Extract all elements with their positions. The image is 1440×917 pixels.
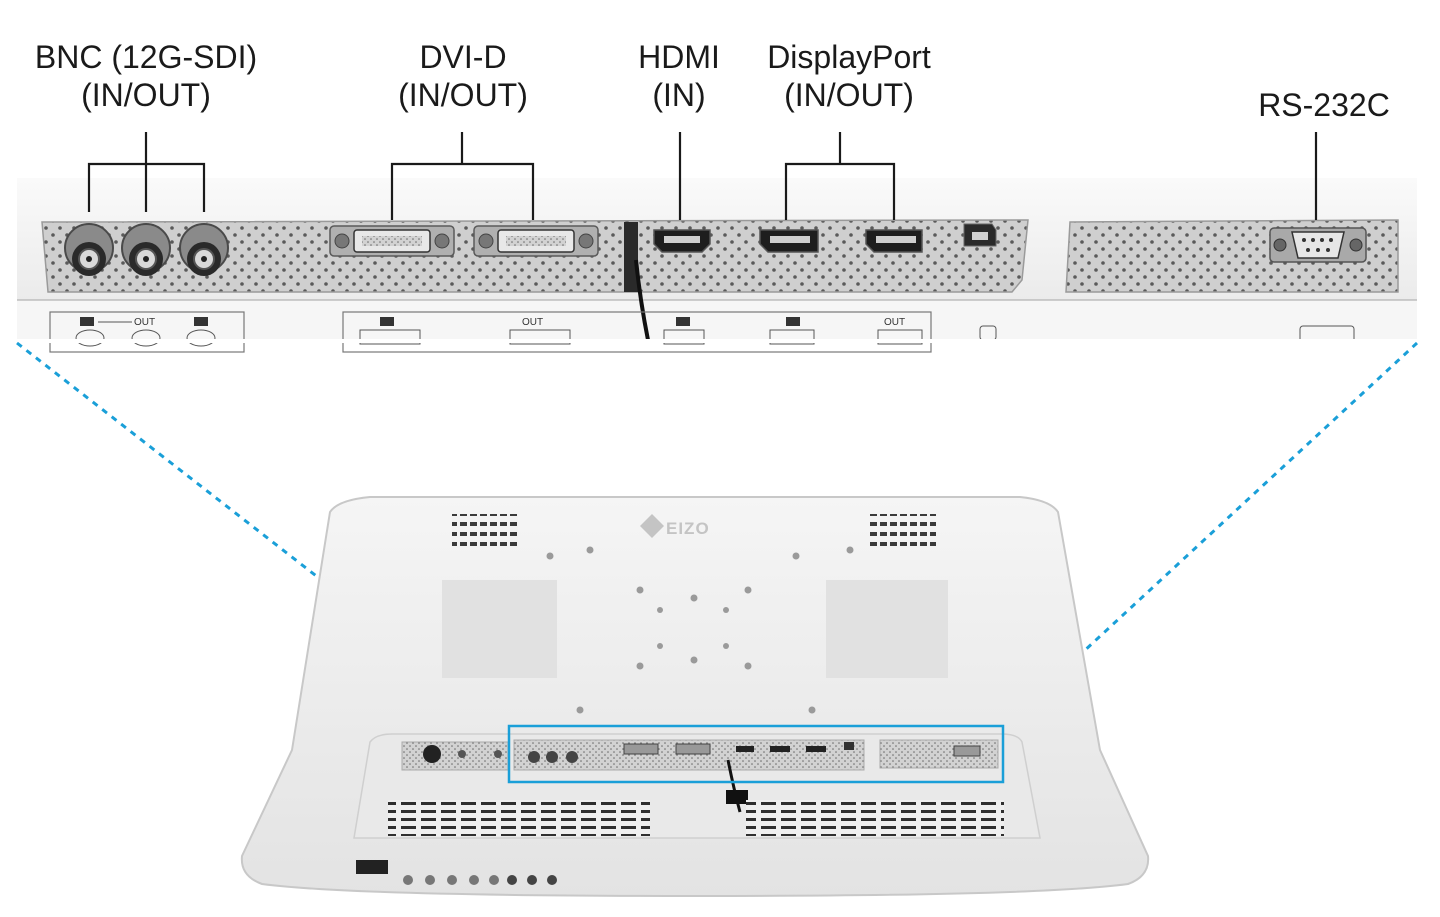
port-marking-strip: OUT OUT OUT bbox=[49, 311, 1355, 353]
zoom-highlight-box bbox=[507, 724, 1005, 784]
bottom-vent-right bbox=[746, 800, 1004, 836]
dvi-d-connector-in bbox=[329, 225, 455, 257]
leader-lines bbox=[87, 132, 1318, 220]
cable-clip bbox=[624, 222, 638, 292]
label-rs232c: RS-232C bbox=[1236, 86, 1412, 124]
label-hdmi: HDMI (IN) bbox=[614, 38, 744, 114]
power-switch bbox=[356, 860, 388, 874]
label-dp-line1: DisplayPort bbox=[767, 39, 931, 75]
vesa-mount-holes bbox=[546, 546, 854, 714]
eizo-logo: EIZO bbox=[640, 514, 710, 538]
label-bnc-12g-sdi: BNC (12G-SDI) (IN/OUT) bbox=[20, 38, 272, 114]
monitor-rear-view: EIZO bbox=[240, 496, 1150, 898]
dvi-d-connector-out bbox=[473, 225, 599, 257]
front-control-buttons bbox=[403, 875, 557, 885]
label-hdmi-line2: (IN) bbox=[652, 77, 706, 113]
hdmi-connector bbox=[653, 229, 711, 253]
label-dvi-line2: (IN/OUT) bbox=[398, 77, 528, 113]
displayport-connector-in bbox=[759, 229, 819, 253]
label-dvi-d: DVI-D (IN/OUT) bbox=[370, 38, 556, 114]
svg-text:EIZO: EIZO bbox=[666, 519, 710, 538]
rs232c-connector bbox=[1269, 227, 1367, 263]
cable bbox=[634, 259, 650, 341]
marking-bnc-out: OUT bbox=[134, 317, 155, 328]
zoomed-connector-strip: OUT OUT OUT bbox=[17, 178, 1417, 353]
label-dp-line2: (IN/OUT) bbox=[784, 77, 914, 113]
label-bnc-line1: BNC (12G-SDI) bbox=[34, 39, 258, 75]
label-bnc-line2: (IN/OUT) bbox=[81, 77, 211, 113]
displayport-connector-out bbox=[865, 229, 923, 253]
usb-b-connector bbox=[963, 223, 997, 247]
power-inlet bbox=[423, 745, 441, 763]
label-displayport: DisplayPort (IN/OUT) bbox=[744, 38, 954, 114]
marking-dvi-out: OUT bbox=[522, 317, 543, 328]
marking-dp-out: OUT bbox=[884, 317, 905, 328]
label-dvi-line1: DVI-D bbox=[419, 39, 507, 75]
bnc-connector-2 bbox=[121, 223, 171, 276]
label-hdmi-line1: HDMI bbox=[638, 39, 720, 75]
bnc-connector-3 bbox=[179, 223, 229, 276]
label-area-left bbox=[442, 580, 557, 678]
label-rs232-line1: RS-232C bbox=[1258, 87, 1390, 123]
bnc-connector-1 bbox=[64, 223, 114, 276]
top-vent-right bbox=[870, 514, 936, 548]
bottom-vent-left bbox=[388, 800, 650, 836]
top-vent-left bbox=[452, 514, 518, 548]
label-area-right bbox=[826, 580, 948, 678]
